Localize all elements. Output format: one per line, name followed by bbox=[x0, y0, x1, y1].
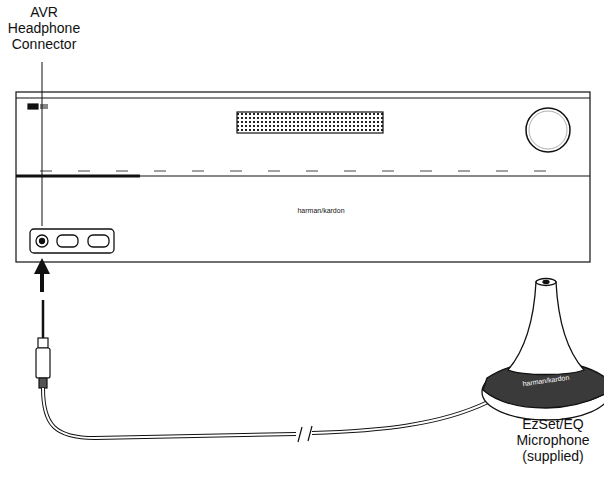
avr-front-panel bbox=[16, 92, 590, 262]
ezset-microphone bbox=[482, 279, 604, 421]
mic-plug bbox=[36, 300, 50, 388]
callout-label: EzSet/EQ Microphone (supplied) bbox=[508, 416, 598, 464]
headphone-jack-panel bbox=[30, 229, 114, 253]
leader-line bbox=[42, 62, 43, 226]
button-row bbox=[40, 171, 546, 172]
callout-label: AVR Headphone Connector bbox=[0, 4, 88, 52]
display-window bbox=[237, 112, 383, 133]
mic-cable bbox=[43, 388, 488, 442]
volume-knob bbox=[526, 108, 570, 152]
brand-label: harman/kardon bbox=[285, 207, 357, 215]
insert-arrow bbox=[40, 266, 44, 292]
